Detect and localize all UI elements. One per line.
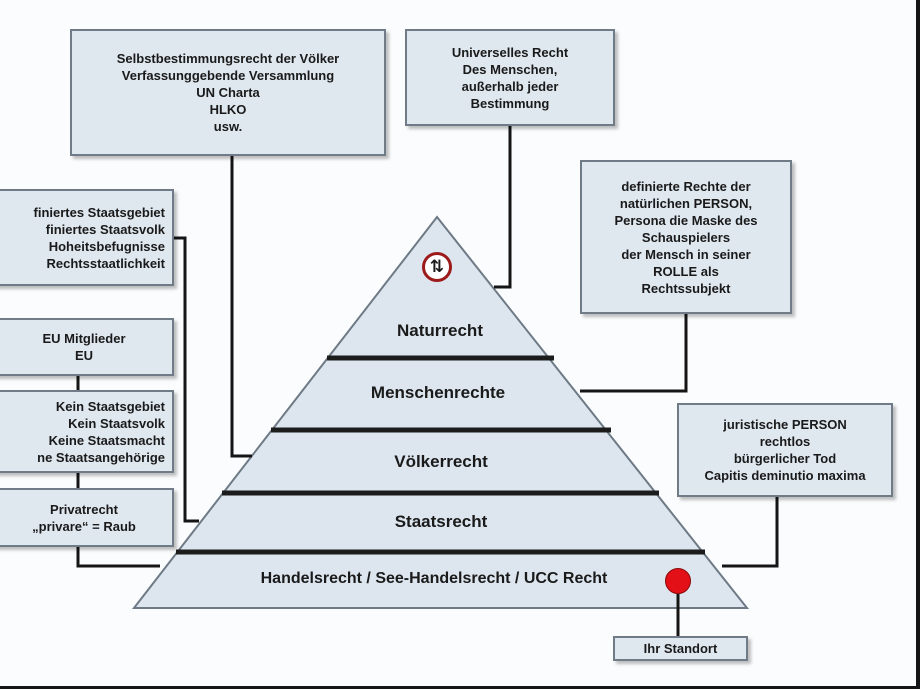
frame-edge-right xyxy=(916,0,920,689)
box-eu-members: EU Mitglieder EU xyxy=(0,318,174,376)
up-down-arrows-icon: ⇅ xyxy=(422,252,452,282)
box-state-definition: finiertes Staatsgebiet finiertes Staatsv… xyxy=(0,189,174,286)
box-private-law: Privatrecht „privare“ = Raub xyxy=(0,488,174,547)
box-voelkerrecht-sources-text: Selbstbestimmungsrecht der Völker Verfas… xyxy=(116,51,340,134)
box-eu-members-text: EU Mitglieder EU xyxy=(42,331,126,363)
connector-line xyxy=(580,314,688,393)
box-no-state-text: Kein Staatsgebiet Kein Staatsvolk Keine … xyxy=(37,398,165,465)
box-private-law-text: Privatrecht „privare“ = Raub xyxy=(32,501,136,534)
level-naturrecht: Naturrecht xyxy=(397,321,483,340)
level-menschenrechte: Menschenrechte xyxy=(370,383,506,402)
box-voelkerrecht-sources: Selbstbestimmungsrecht der Völker Verfas… xyxy=(70,29,386,156)
connector-line xyxy=(174,236,199,523)
box-no-state: Kein Staatsgebiet Kein Staatsvolk Keine … xyxy=(0,390,174,473)
box-state-definition-text: finiertes Staatsgebiet finiertes Staatsv… xyxy=(33,204,166,271)
box-universal-law-text: Universelles Recht Des Menschen, außerha… xyxy=(451,44,569,111)
box-natural-person-text: definierte Rechte der natürlichen PERSON… xyxy=(614,178,758,296)
box-natural-person: definierte Rechte der natürlichen PERSON… xyxy=(580,160,792,314)
level-staatsrecht: Staatsrecht xyxy=(394,512,488,531)
box-your-location-text: Ihr Standort xyxy=(643,641,718,656)
box-legal-person: juristische PERSON rechtlos bürgerlicher… xyxy=(677,403,893,497)
connector-line xyxy=(494,126,512,289)
box-universal-law: Universelles Recht Des Menschen, außerha… xyxy=(405,29,615,126)
level-voelkerrecht: Völkerrecht xyxy=(394,452,488,471)
box-your-location: Ihr Standort xyxy=(613,636,748,661)
connector-line xyxy=(230,156,252,458)
red-location-dot-icon xyxy=(665,568,691,594)
pyramid-shape xyxy=(131,215,750,609)
connector-line xyxy=(722,497,779,568)
box-legal-person-text: juristische PERSON rechtlos bürgerlicher… xyxy=(704,417,866,483)
frame-edge-bottom xyxy=(0,686,920,689)
level-handelsrecht: Handelsrecht / See-Handelsrecht / UCC Re… xyxy=(260,570,608,587)
connector-line xyxy=(76,547,160,568)
